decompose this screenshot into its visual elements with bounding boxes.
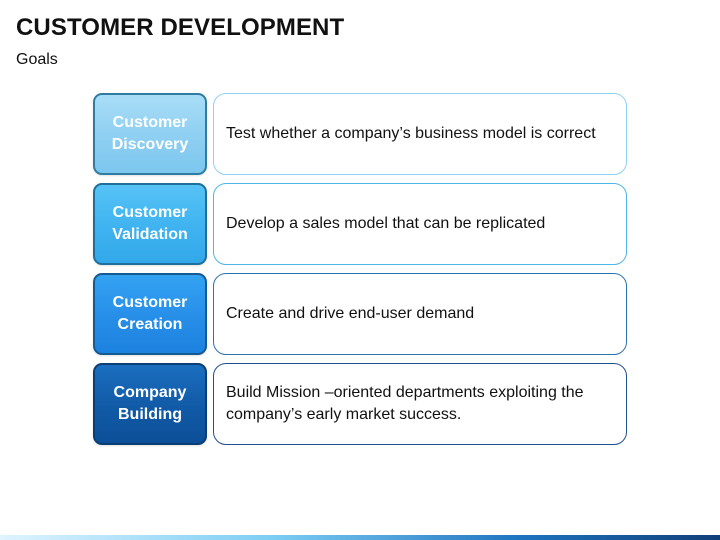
goal-text-customer-discovery: Test whether a company’s business model … xyxy=(213,93,627,175)
goal-row-customer-validation: Customer Validation Develop a sales mode… xyxy=(93,183,629,267)
stage-box-company-building: Company Building xyxy=(93,363,207,445)
goal-text-customer-creation: Create and drive end-user demand xyxy=(213,273,627,355)
slide-title: CUSTOMER DEVELOPMENT xyxy=(16,14,345,41)
stage-box-customer-creation: Customer Creation xyxy=(93,273,207,355)
stage-box-customer-validation: Customer Validation xyxy=(93,183,207,265)
goals-diagram: Customer Discovery Test whether a compan… xyxy=(93,93,629,453)
goal-row-customer-discovery: Customer Discovery Test whether a compan… xyxy=(93,93,629,177)
stage-box-customer-discovery: Customer Discovery xyxy=(93,93,207,175)
goal-text-company-building: Build Mission –oriented departments expl… xyxy=(213,363,627,445)
goal-text-customer-validation: Develop a sales model that can be replic… xyxy=(213,183,627,265)
goal-row-customer-creation: Customer Creation Create and drive end-u… xyxy=(93,273,629,357)
slide-subtitle: Goals xyxy=(16,51,58,68)
footer-accent-bar xyxy=(0,535,720,540)
goal-row-company-building: Company Building Build Mission –oriented… xyxy=(93,363,629,447)
